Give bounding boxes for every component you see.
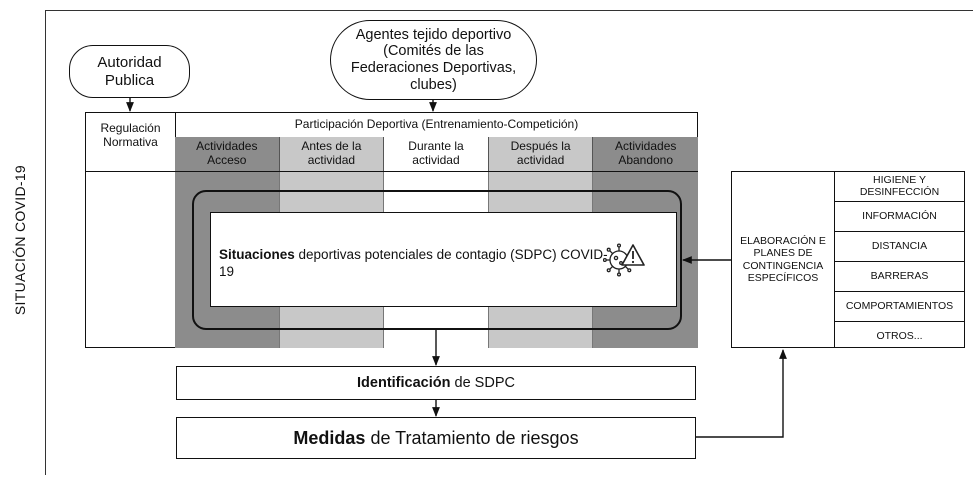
measure-item-label: BARRERAS <box>870 269 929 282</box>
medidas-box: Medidas de Tratamiento de riesgos <box>176 417 696 459</box>
measure-item: OTROS... <box>835 321 964 351</box>
measure-item: HIGIENE Y DESINFECCIÓN <box>835 172 964 201</box>
participacion-header: Participación Deportiva (Entrenamiento-C… <box>175 112 698 138</box>
phase-column-label: Actividades Acceso <box>196 139 258 167</box>
measure-item: INFORMACIÓN <box>835 201 964 231</box>
phase-column-header: Durante la actividad <box>384 137 489 171</box>
measure-item: DISTANCIA <box>835 231 964 261</box>
elaboracion-label: ELABORACIÓN E PLANES DE CONTINGENCIA ESP… <box>740 235 826 284</box>
identificacion-rest: de SDPC <box>450 375 515 391</box>
agentes-node: Agentes tejido deportivo (Comités de las… <box>330 20 537 100</box>
measure-item: COMPORTAMIENTOS <box>835 291 964 321</box>
phase-column-label: Antes de la actividad <box>301 139 362 167</box>
sdpc-box: Situaciones deportivas potenciales de co… <box>210 212 677 307</box>
measure-item-label: INFORMACIÓN <box>862 209 937 222</box>
medidas-text: Medidas de Tratamiento de riesgos <box>293 428 578 449</box>
diagram-frame <box>45 10 973 475</box>
phase-column-label: Después la actividad <box>510 139 571 167</box>
elaboracion-box: ELABORACIÓN E PLANES DE CONTINGENCIA ESP… <box>731 171 835 348</box>
phase-column-header: Actividades Acceso <box>175 137 280 171</box>
phase-header-divider <box>175 171 698 172</box>
measure-item-label: HIGIENE Y DESINFECCIÓN <box>859 173 940 198</box>
medidas-rest: de Tratamiento de riesgos <box>365 427 579 448</box>
regulacion-divider <box>85 171 176 172</box>
phase-column-label: Actividades Abandono <box>615 139 677 167</box>
regulacion-label: Regulación Normativa <box>100 121 161 149</box>
measure-item: BARRERAS <box>835 261 964 291</box>
sdpc-text-rest: deportivas potenciales de contagio (SDPC… <box>219 247 608 279</box>
medidas-bold: Medidas <box>293 427 366 448</box>
phase-column-header: Actividades Abandono <box>593 137 698 171</box>
identificacion-box: Identificación de SDPC <box>176 366 696 400</box>
agentes-label: Agentes tejido deportivo (Comités de las… <box>350 26 517 93</box>
identificacion-text: Identificación de SDPC <box>357 375 515 391</box>
sdpc-text: Situaciones deportivas potenciales de co… <box>219 247 609 281</box>
arrow-medidas-to-elaboracion <box>696 349 787 438</box>
phase-column-header: Después la actividad <box>488 137 594 171</box>
measure-item-label: OTROS... <box>876 329 923 342</box>
measure-cells: HIGIENE Y DESINFECCIÓN INFORMACIÓN DISTANC… <box>835 172 964 351</box>
measure-item-label: DISTANCIA <box>871 239 928 252</box>
autoridad-publica-node: Autoridad Publica <box>69 45 190 98</box>
sdpc-text-bold: Situaciones <box>219 247 295 262</box>
autoridad-publica-label: Autoridad Publica <box>97 54 162 89</box>
measure-item-label: COMPORTAMIENTOS <box>845 299 954 312</box>
participacion-label: Participación Deportiva (Entrenamiento-C… <box>294 117 579 132</box>
sdpc-outer-panel <box>192 190 682 330</box>
virus-warning-icon <box>602 239 645 277</box>
phase-column-label: Durante la actividad <box>408 139 464 167</box>
measures-list: HIGIENE Y DESINFECCIÓN INFORMACIÓN DISTANC… <box>834 171 965 348</box>
phase-column-header: Antes de la actividad <box>279 137 385 171</box>
identificacion-bold: Identificación <box>357 375 451 391</box>
